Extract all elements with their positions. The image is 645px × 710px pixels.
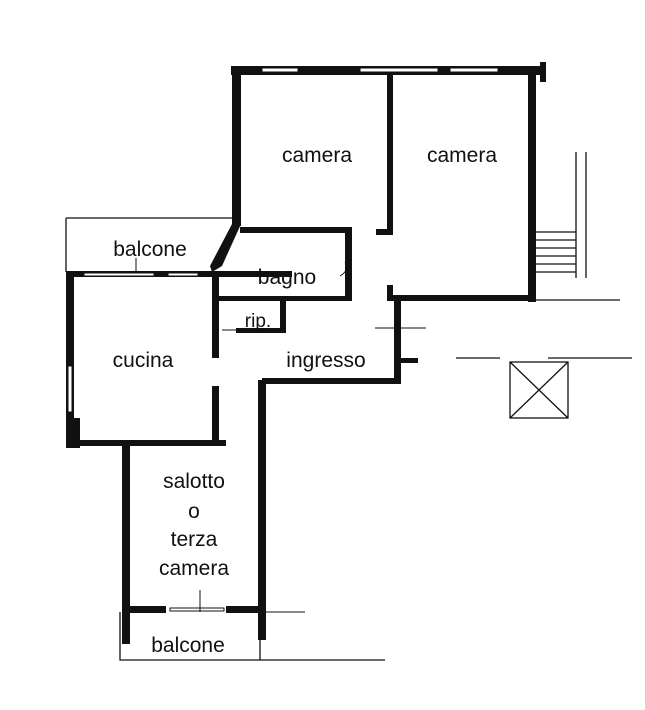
room-label-rip: rip. <box>245 311 271 332</box>
room-label-bagno: bagno <box>258 266 316 289</box>
room-label-salotto-line-2: o <box>188 500 200 523</box>
room-label-salotto-line-4: camera <box>159 557 229 580</box>
room-label-salotto-line-3: terza <box>171 528 218 551</box>
room-label-camera-1: camera <box>282 144 352 167</box>
room-label-balcone-top: balcone <box>113 238 187 261</box>
room-label-cucina: cucina <box>113 349 174 372</box>
windows <box>67 67 499 612</box>
room-label-ingresso: ingresso <box>286 349 365 372</box>
room-label-salotto-line-1: salotto <box>163 470 225 493</box>
room-label-balcone-bottom: balcone <box>151 634 225 657</box>
thin-lines <box>65 152 632 661</box>
room-label-camera-2: camera <box>427 144 497 167</box>
